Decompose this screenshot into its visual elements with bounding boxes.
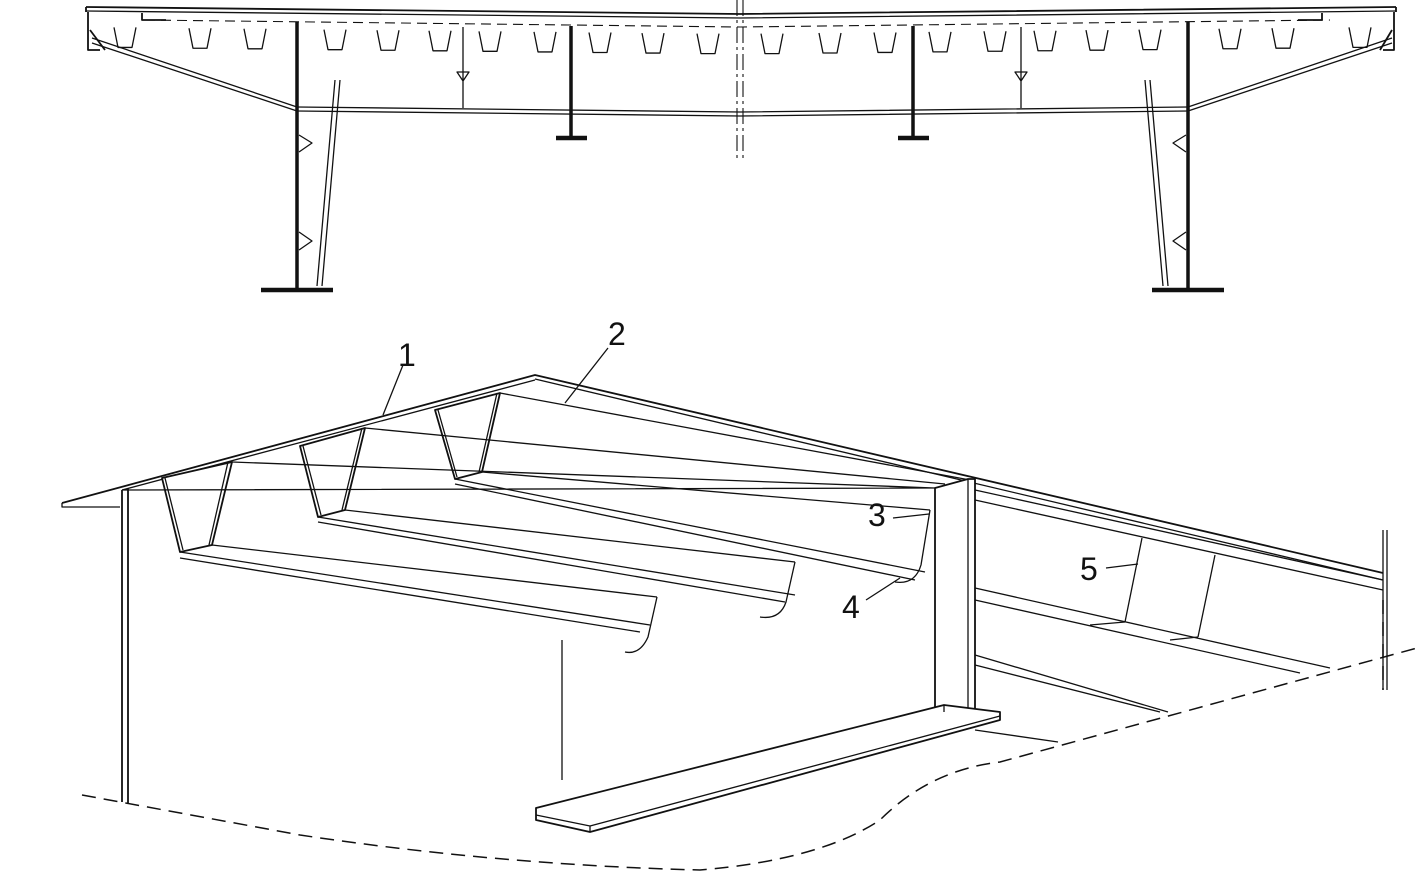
callout-1-leader [382,364,404,416]
callout-3: 3 [868,497,886,533]
trough-stiffeners-section [113,27,1372,55]
cross-beam-bottom-2 [296,110,1189,117]
bottom-flange [535,704,1001,833]
trough-section [323,29,347,51]
trough-section [760,33,784,55]
centerline [736,0,744,160]
trough-section [478,31,502,52]
trough-section [1218,28,1242,50]
deck-plate-dashed [144,19,1331,28]
trough-section [188,28,212,49]
callout-5: 5 [1080,551,1098,587]
trough-section [1271,28,1295,49]
bottom-flange-lines [535,705,1001,832]
deck-plate-top [85,6,1397,15]
right-girder-stiffener [1144,79,1169,287]
deck-plate-bottom [85,10,1397,19]
callout-2-leader [564,347,609,404]
trough-stiffener-1 [161,461,658,654]
callout-5-leader [1105,563,1139,569]
callout-2: 2 [608,316,626,352]
left-girder-notch [298,134,313,251]
right-girder-notch [1172,134,1187,251]
crossbeam-face [934,478,976,713]
trough-section [243,28,267,50]
trough-section [873,32,897,54]
break-line-lower [81,647,1417,871]
callout-4-leader [865,577,901,601]
trough-section [641,32,665,54]
trough-section [376,30,400,51]
right-edge-kerb [1298,7,1397,51]
rib-5-panel [1089,537,1216,641]
trough-section [928,31,952,53]
callout-4: 4 [842,589,860,625]
trough-section [1348,27,1372,49]
left-girder-stiffener [316,79,341,287]
crossbeam-left-edge [121,488,129,803]
deck-plate-lower-edge [61,378,1384,581]
left-drop-marker [456,27,470,108]
deck-plate-top-edge [61,374,1384,574]
callout-3-leader [892,513,930,519]
isometric-view: 1 2 3 4 5 [61,316,1417,871]
trough-section [533,31,557,53]
right-drop-marker [1014,27,1028,108]
trough-section [113,27,137,49]
trough-section [818,32,842,54]
trough-section [1033,30,1057,52]
callout-1: 1 [398,337,416,373]
cross-section-view [85,0,1397,293]
right-cantilever-bracket [1187,37,1393,112]
trough-section [696,33,720,55]
trough-section [1138,29,1162,51]
trough-section [428,30,452,52]
underdeck-trough-tops [121,392,971,491]
left-edge-kerb [85,7,166,51]
trough-section [1085,30,1109,51]
trough-section [588,32,612,54]
cross-beam-bottom [296,106,1189,113]
trough-stiffener-2 [299,427,796,619]
trough-stiffener-3 [434,392,931,584]
left-cantilever-bracket [91,37,298,112]
trough-section [983,31,1007,52]
right-girder-lines [974,489,1384,743]
